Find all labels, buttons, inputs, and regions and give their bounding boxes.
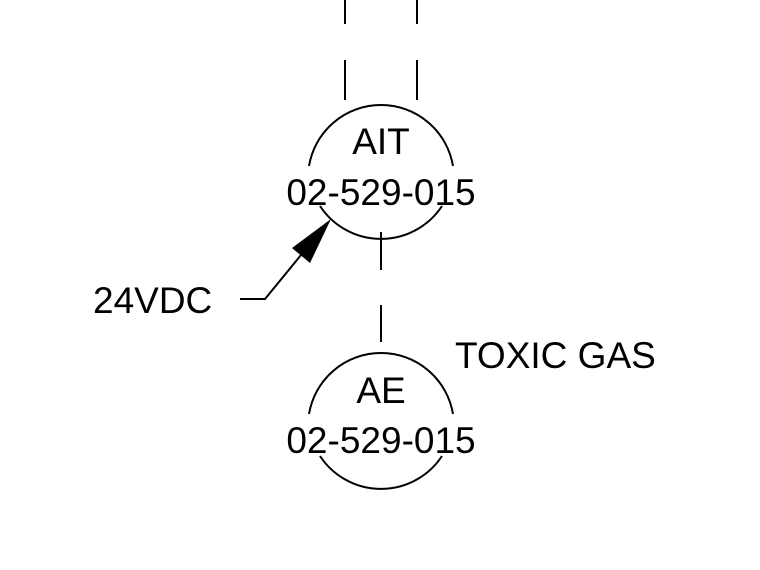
upper-signal-lines (344, 0, 418, 100)
ait-function-label: AIT (352, 121, 410, 162)
ae-tag-label: 02-529-015 (286, 420, 475, 461)
power-label: 24VDC (93, 280, 212, 321)
ait-bubble-top-arc (308, 104, 454, 167)
arrowhead-icon (292, 219, 331, 263)
ae-bubble-bottom-arc (319, 455, 443, 490)
service-label: TOXIC GAS (455, 335, 656, 376)
instrument-bubble-ae: AE 02-529-015 (286, 352, 476, 490)
instrument-bubble-ait: AIT 02-529-015 (286, 104, 476, 240)
ae-function-label: AE (356, 370, 405, 411)
ait-tag-label: 02-529-015 (286, 172, 475, 213)
power-supply-leader: 24VDC (93, 219, 331, 321)
ae-bubble-top-arc (308, 352, 454, 415)
